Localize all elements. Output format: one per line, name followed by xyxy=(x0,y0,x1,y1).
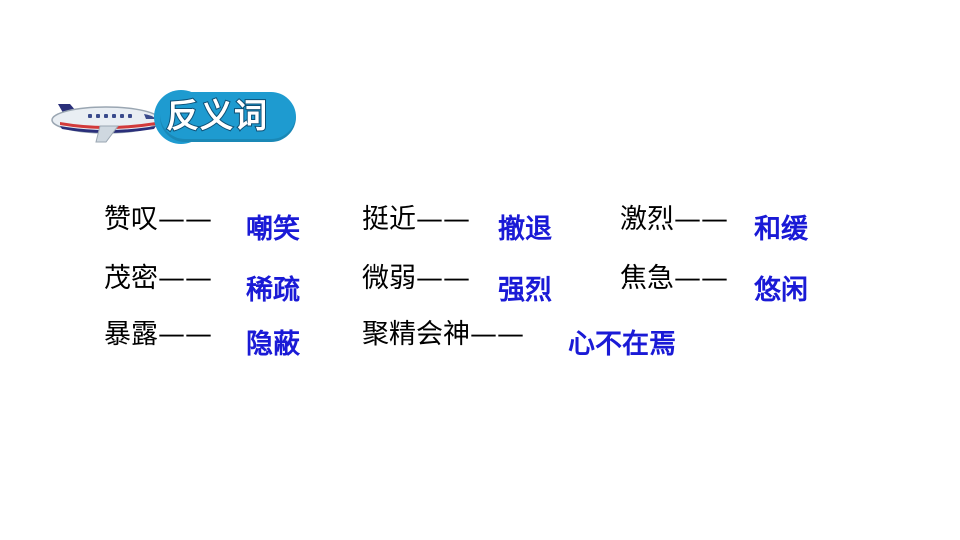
word: 聚精会神—— xyxy=(362,319,524,350)
word: 激烈—— xyxy=(620,204,728,235)
answer: 隐蔽 xyxy=(246,329,300,360)
antonym-pair: 激烈—— 和缓 xyxy=(620,205,850,245)
word: 茂密—— xyxy=(104,263,212,294)
antonym-pair: 微弱—— 强烈 xyxy=(362,263,592,306)
answer: 稀疏 xyxy=(246,275,300,306)
answer: 心不在焉 xyxy=(568,329,676,360)
antonym-pair: 聚精会神—— 心不在焉 xyxy=(362,320,722,360)
antonym-pair: 挺近—— 撤退 xyxy=(362,205,592,245)
section-title: 反义词 xyxy=(165,95,268,136)
answer: 撤退 xyxy=(498,214,552,245)
antonym-pair: 茂密—— 稀疏 xyxy=(104,263,334,306)
answer: 悠闲 xyxy=(754,275,808,306)
answer: 强烈 xyxy=(498,275,552,306)
word: 焦急—— xyxy=(620,263,728,294)
antonym-pair: 焦急—— 悠闲 xyxy=(620,263,850,306)
word: 暴露—— xyxy=(104,319,212,350)
answer: 和缓 xyxy=(754,214,808,245)
answer: 嘲笑 xyxy=(246,214,300,245)
antonym-pair: 暴露—— 隐蔽 xyxy=(104,320,334,360)
title-badge xyxy=(160,92,296,142)
antonym-pair: 赞叹—— 嘲笑 xyxy=(104,205,334,245)
airplane-icon xyxy=(51,104,161,143)
word: 微弱—— xyxy=(362,263,470,294)
section-header: 反义词 xyxy=(48,86,296,148)
word: 挺近—— xyxy=(362,204,470,235)
word: 赞叹—— xyxy=(104,204,212,235)
